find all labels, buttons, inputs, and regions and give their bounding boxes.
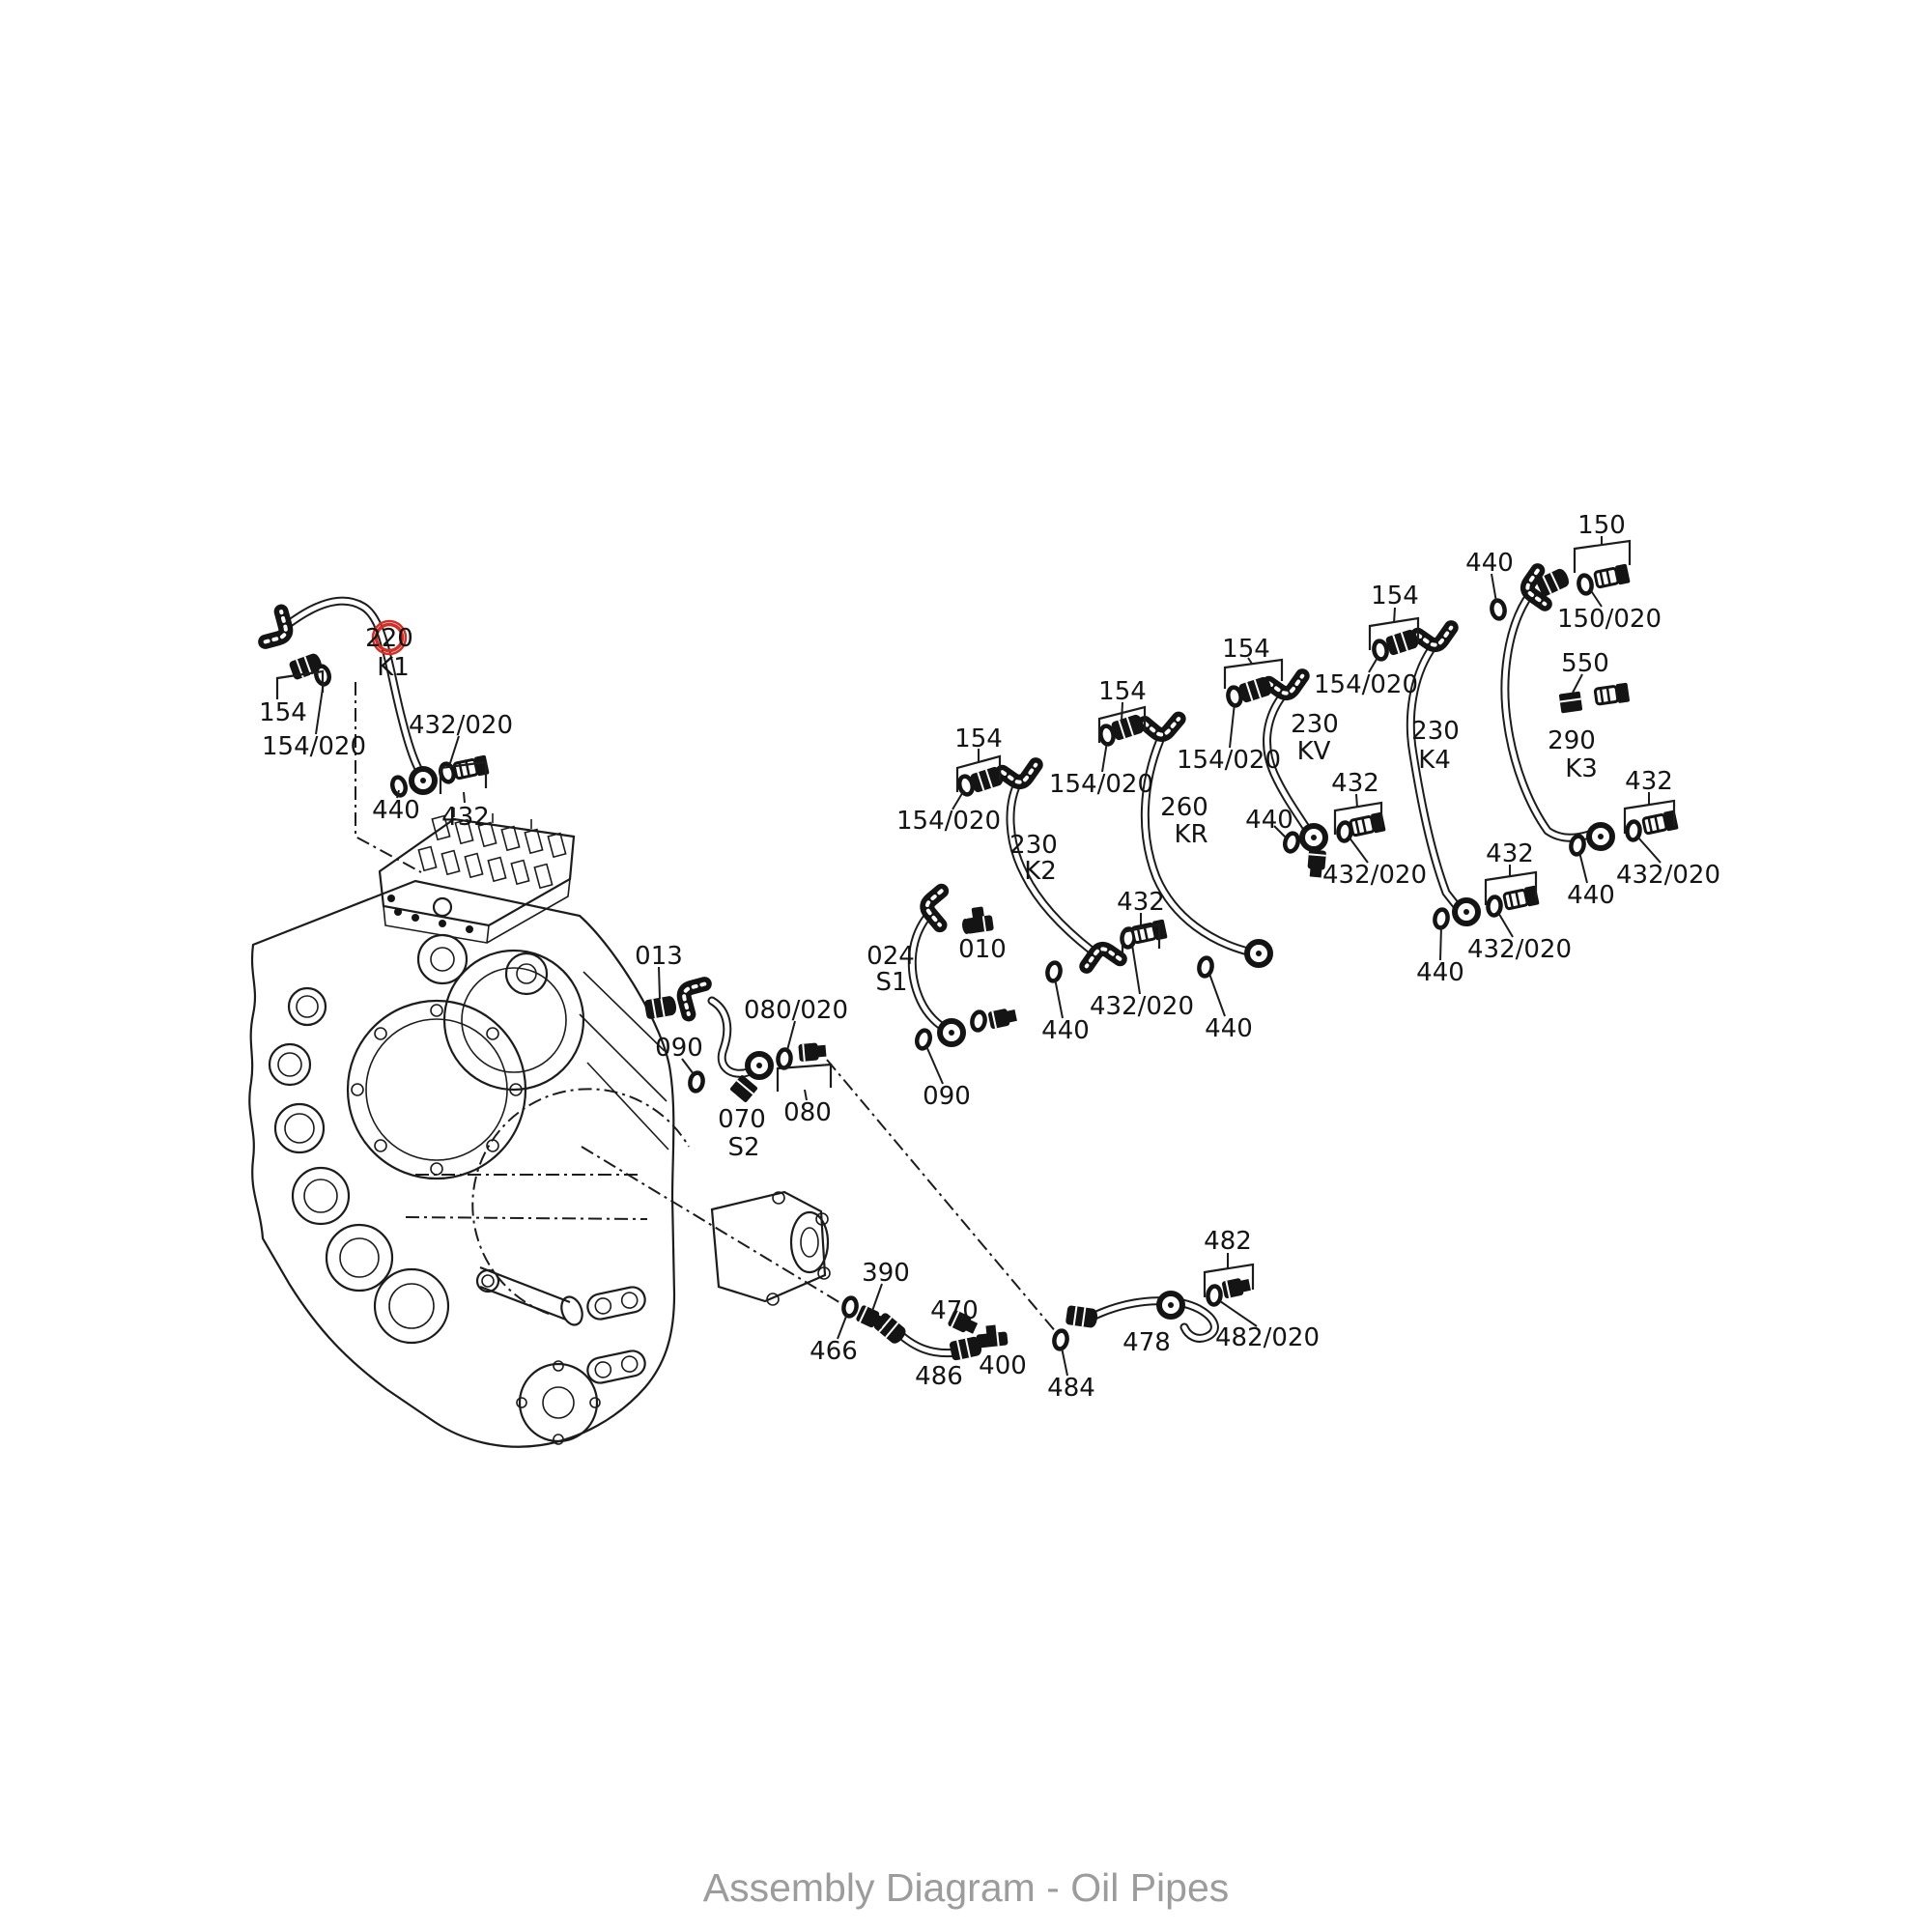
valve-body-drawing: [378, 808, 576, 944]
part-label-KR-154: 154: [1098, 677, 1147, 706]
part-label-K1-K1: K1: [377, 653, 410, 682]
pipe-KR: [1145, 704, 1270, 965]
part-label-K3-550: 550: [1561, 649, 1609, 678]
part-label-K3-432: 432: [1625, 767, 1673, 796]
pipe-K4: [1406, 614, 1478, 923]
part-label-KV-432: 432: [1331, 769, 1379, 798]
part-label-KR-260: 260: [1160, 793, 1208, 822]
part-label-K1-154/020: 154/020: [262, 732, 366, 761]
part-label-S2-013: 013: [635, 942, 683, 971]
part-label-bottom-482: 482: [1204, 1227, 1252, 1256]
part-label-KV-230: 230: [1291, 710, 1339, 739]
part-label-S2-070: 070: [718, 1105, 766, 1134]
part-label-K3-440: 440: [1465, 549, 1514, 578]
part-label-KR-154/020: 154/020: [1049, 770, 1153, 799]
part-label-K4-K4: K4: [1418, 746, 1451, 775]
part-label-bottom-390: 390: [862, 1259, 910, 1288]
part-label-S2-090: 090: [655, 1034, 703, 1063]
assembly-leader-lines: [355, 682, 1058, 1334]
part-label-S2-080/020: 080/020: [744, 996, 848, 1025]
part-label-KR-440: 440: [1205, 1014, 1253, 1043]
part-label-KV-154/020: 154/020: [1177, 746, 1281, 775]
part-label-bottom-482/020: 482/020: [1215, 1323, 1320, 1352]
part-label-bottom-466: 466: [810, 1337, 858, 1366]
part-label-K4-440: 440: [1416, 958, 1464, 987]
part-label-K3-K3: K3: [1565, 754, 1598, 783]
part-label-S2-080: 080: [783, 1098, 832, 1127]
part-label-K1-440: 440: [372, 796, 420, 825]
part-label-K2-432/020: 432/020: [1090, 992, 1194, 1021]
part-label-K2-K2: K2: [1024, 857, 1057, 886]
part-label-K3-150/020: 150/020: [1557, 605, 1662, 634]
part-label-K1-220: 220: [365, 624, 413, 653]
part-label-K2-230: 230: [1009, 831, 1058, 860]
pipe-K3: [1500, 567, 1612, 848]
part-label-K1-432/020: 432/020: [409, 711, 513, 740]
part-label-K3-440: 440: [1567, 881, 1615, 910]
part-label-KV-154: 154: [1222, 635, 1270, 664]
part-label-K2-154/020: 154/020: [896, 807, 1001, 836]
part-label-K3-290: 290: [1548, 726, 1596, 755]
part-label-S1-S1: S1: [875, 968, 907, 997]
callout-brackets: [275, 536, 1676, 1377]
part-label-bottom-400: 400: [979, 1351, 1027, 1380]
diagram-title: Assembly Diagram - Oil Pipes: [703, 1865, 1230, 1910]
part-label-S1-090: 090: [923, 1082, 971, 1111]
highlight-ring-220: [374, 622, 405, 653]
part-label-K4-154/020: 154/020: [1314, 670, 1418, 699]
pipe-K2: [1003, 752, 1121, 980]
part-label-S1-024: 024: [867, 942, 915, 971]
part-label-K4-432: 432: [1486, 839, 1534, 868]
gearbox-housing-drawing: [248, 879, 831, 1448]
part-label-S2-S2: S2: [727, 1133, 759, 1162]
pipe-KV: [1267, 663, 1327, 879]
part-label-K3-150: 150: [1577, 511, 1626, 540]
part-label-KV-KV: KV: [1297, 737, 1331, 766]
part-label-K3-432/020: 432/020: [1616, 861, 1720, 890]
pipe-S1: [907, 891, 963, 1044]
part-label-K2-432: 432: [1117, 888, 1165, 917]
part-label-K2-440: 440: [1041, 1016, 1090, 1045]
highlight-ring-220: [371, 619, 408, 656]
part-label-K1-432: 432: [441, 803, 490, 832]
part-label-K1-154: 154: [259, 698, 307, 727]
oil-pipes-drawing: [259, 567, 1612, 1362]
part-label-K4-154: 154: [1371, 582, 1419, 611]
part-label-K4-230: 230: [1411, 717, 1460, 746]
part-label-KV-440: 440: [1245, 806, 1293, 835]
part-label-KV-432/020: 432/020: [1322, 861, 1427, 890]
pipe-486: [871, 1310, 984, 1362]
part-label-K4-432/020: 432/020: [1467, 935, 1572, 964]
part-label-KR-KR: KR: [1174, 820, 1208, 849]
part-label-bottom-484: 484: [1047, 1374, 1095, 1403]
part-label-bottom-486: 486: [915, 1362, 963, 1391]
part-label-bottom-470: 470: [930, 1296, 979, 1325]
pipe-K1: [259, 596, 435, 792]
part-label-S1-010: 010: [958, 935, 1007, 964]
part-label-bottom-478: 478: [1122, 1328, 1171, 1357]
pipe-S2: [682, 984, 771, 1104]
pipe-478: [1064, 1293, 1219, 1343]
part-label-K2-154: 154: [954, 724, 1003, 753]
